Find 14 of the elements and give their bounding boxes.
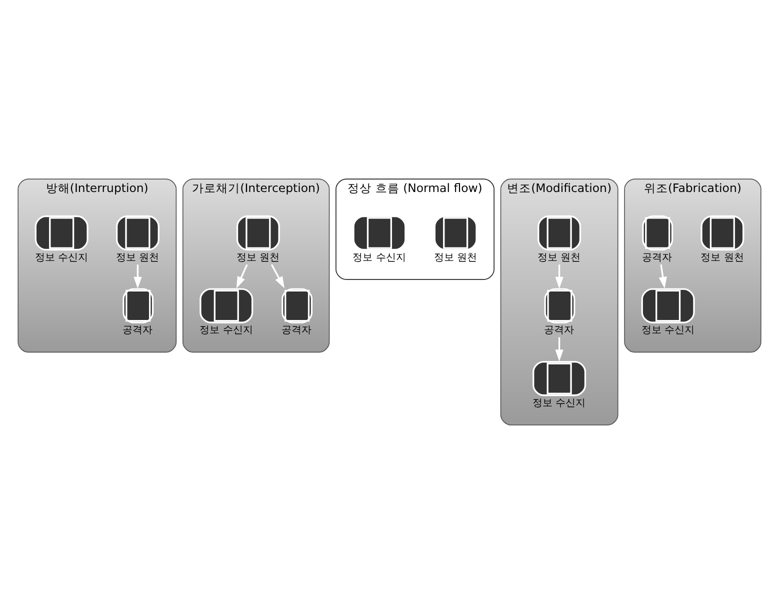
node-label: 정보 수신지 (532, 398, 586, 409)
node-label: 정보 원천 (116, 252, 160, 264)
node-label: 정보 원천 (700, 252, 744, 264)
node-label: 공격자 (544, 325, 574, 336)
node-label: 정보 원천 (434, 252, 478, 264)
node-label: 정보 원천 (538, 252, 581, 264)
node-label: 공격자 (282, 325, 312, 336)
node-label: 정보 수신지 (641, 325, 694, 336)
node-label: 공격자 (642, 252, 672, 264)
node-label: 정보 수신지 (34, 252, 88, 264)
node-label: 정보 원천 (236, 252, 280, 264)
node-label: 정보 수신지 (352, 252, 406, 264)
node-label: 정보 수신지 (200, 325, 253, 336)
node-label: 공격자 (122, 325, 153, 336)
